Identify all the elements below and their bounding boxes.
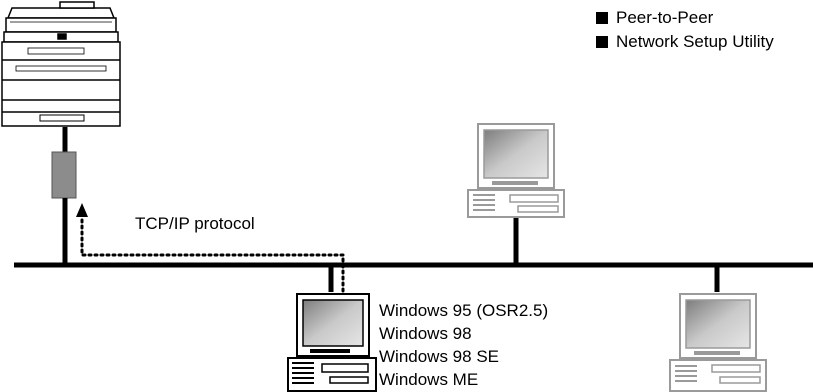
printer-icon (1, 1, 121, 127)
legend-square-icon (596, 12, 608, 24)
client-os-item: Windows 95 (OSR2.5) (379, 301, 549, 320)
client-os-item: Windows ME (379, 370, 479, 389)
peer-computer-bottom-icon (669, 293, 767, 392)
client-computer-icon (287, 293, 377, 392)
legend-square-icon (596, 36, 608, 48)
client-os-item: Windows 98 (379, 324, 472, 343)
legend-item-network-setup-utility: Network Setup Utility (596, 32, 774, 52)
tcpip-arrowhead (76, 203, 88, 217)
tcpip-protocol-label: TCP/IP protocol (135, 214, 255, 233)
legend-label: Network Setup Utility (616, 32, 774, 51)
tcpip-dotted-path (80, 216, 345, 299)
network-adapter-box (51, 151, 77, 199)
client-os-item: Windows 98 SE (379, 347, 499, 366)
legend-item-peer-to-peer: Peer-to-Peer (596, 8, 713, 28)
peer-computer-top-icon (467, 123, 565, 218)
legend-label: Peer-to-Peer (616, 8, 714, 27)
